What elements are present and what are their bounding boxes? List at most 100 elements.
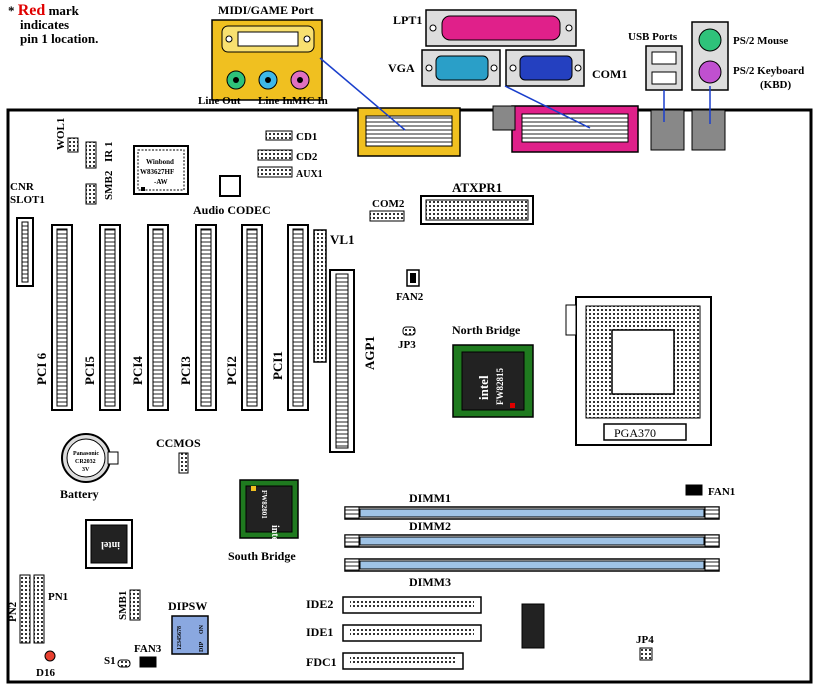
label-cnr-slot1: SLOT1: [10, 194, 45, 206]
ccmos-jumper: [178, 452, 189, 474]
label-com2: COM2: [372, 198, 405, 210]
fan2-pins: [410, 273, 416, 283]
cd1-connector: [265, 130, 293, 141]
pn2-header: [19, 574, 31, 644]
label-agp1: AGP1: [362, 336, 377, 370]
label-battery: Battery: [60, 487, 99, 501]
battery-text-3: 3V: [82, 467, 90, 473]
vga-port: [421, 49, 501, 87]
label-pci2: PCI2: [224, 356, 239, 385]
ide2-pins: [350, 601, 474, 609]
game-connector-onboard: [357, 107, 461, 157]
note-rest: mark: [45, 3, 79, 18]
label-north-bridge: North Bridge: [452, 323, 521, 337]
label-dipsw: DIPSW: [168, 599, 207, 613]
atx-power-pins: [425, 199, 529, 221]
winbond-text-2: W83627HF: [140, 168, 174, 176]
label-cnr: CNR: [10, 181, 35, 193]
label-kbd: (KBD): [760, 79, 792, 91]
south-bridge-chip: [239, 479, 299, 539]
label-ccmos: CCMOS: [156, 436, 201, 450]
fan3-connector: [139, 656, 157, 668]
label-audio-codec: Audio CODEC: [193, 203, 271, 217]
label-vl1: VL1: [330, 232, 355, 247]
north-bridge-brand: intel: [476, 375, 491, 400]
label-pci1: PCI1: [270, 351, 285, 380]
usb-ports: [645, 45, 683, 91]
pn1-header: [33, 574, 45, 644]
winbond-chip: [133, 145, 189, 195]
cmos-battery: [61, 433, 119, 483]
winbond-text-1: Winbond: [146, 158, 174, 166]
label-lpt1: LPT1: [393, 13, 422, 27]
battery-text-1: Panasonic: [73, 451, 99, 457]
com1-port: [505, 49, 585, 87]
fan1-connector: [685, 484, 703, 496]
note-line3: pin 1 location.: [20, 31, 99, 46]
label-fdc1: FDC1: [306, 655, 337, 669]
winbond-pin1-mark: [141, 187, 145, 191]
label-fan3: FAN3: [134, 643, 162, 655]
line-in-jack: [258, 70, 278, 90]
label-atxpr1: ATXPR1: [452, 180, 502, 195]
vga-connector-onboard: [492, 105, 516, 131]
north-bridge-pin1-mark: [510, 403, 515, 408]
label-pga370: PGA370: [614, 426, 656, 440]
pin1-note: * Red mark indicates pin 1 location.: [8, 2, 99, 46]
note-star: *: [8, 3, 15, 18]
pci-slot-2: [241, 224, 263, 411]
pointer-com1: [504, 85, 591, 129]
north-bridge-model: FW82815: [495, 368, 505, 405]
wol1-header: [67, 137, 79, 153]
pci-slot-1: [287, 224, 309, 411]
label-fan1: FAN1: [708, 486, 735, 498]
label-usb-ports: USB Ports: [628, 31, 678, 43]
smb1-header: [129, 589, 141, 621]
vl1-connector: [313, 229, 327, 363]
dimm-slot-2: [344, 534, 720, 548]
label-com1: COM1: [592, 67, 627, 81]
dimm-slot-1: [344, 506, 720, 520]
label-ps2-keyboard: PS/2 Keyboard: [733, 65, 804, 77]
label-vga: VGA: [388, 61, 415, 75]
note-red-word: Red: [17, 2, 46, 19]
dimm-slot-3: [344, 558, 720, 572]
label-pci3: PCI3: [178, 356, 193, 385]
label-dimm1: DIMM1: [409, 491, 451, 505]
ps2-connector-onboard: [691, 109, 726, 151]
label-cd1: CD1: [296, 131, 317, 143]
fdc1-pins: [350, 657, 456, 665]
dip-switch-numbers: 12345678: [177, 626, 183, 650]
label-s1: S1: [104, 655, 116, 667]
pci-slot-6: [51, 224, 73, 411]
label-ir1: IR 1: [103, 142, 115, 162]
dip-switch: [171, 615, 209, 655]
lpt1-port: [425, 9, 577, 47]
pci-slot-3: [195, 224, 217, 411]
dip-switch-on: ON: [199, 624, 205, 634]
s1-jumper: [117, 659, 131, 668]
pci-slot-4: [147, 224, 169, 411]
label-jp4: JP4: [636, 634, 654, 646]
label-jp3: JP3: [398, 339, 416, 351]
label-aux1: AUX1: [296, 169, 323, 180]
audio-codec-chip: [219, 175, 241, 197]
ps2-mouse-port: [691, 21, 729, 91]
label-line-out: Line Out: [198, 95, 241, 107]
jp4-jumper: [639, 647, 653, 661]
battery-text-2: CR2032: [75, 459, 96, 465]
south-bridge-model: FW82801: [260, 490, 268, 519]
pci-slot-5: [99, 224, 121, 411]
label-wol1: WOL1: [55, 118, 67, 150]
label-dimm3: DIMM3: [409, 575, 451, 589]
ide1-pins: [350, 629, 474, 637]
io-chip: [521, 603, 545, 649]
label-midi-game: MIDI/GAME Port: [218, 3, 314, 17]
label-ide1: IDE1: [306, 625, 333, 639]
cnr-slot-contacts: [21, 221, 29, 283]
com2-header: [369, 210, 405, 222]
printer-connector-onboard: [511, 105, 639, 153]
south-bridge-brand: intel: [269, 525, 280, 544]
label-line-in: Line In: [258, 95, 293, 107]
